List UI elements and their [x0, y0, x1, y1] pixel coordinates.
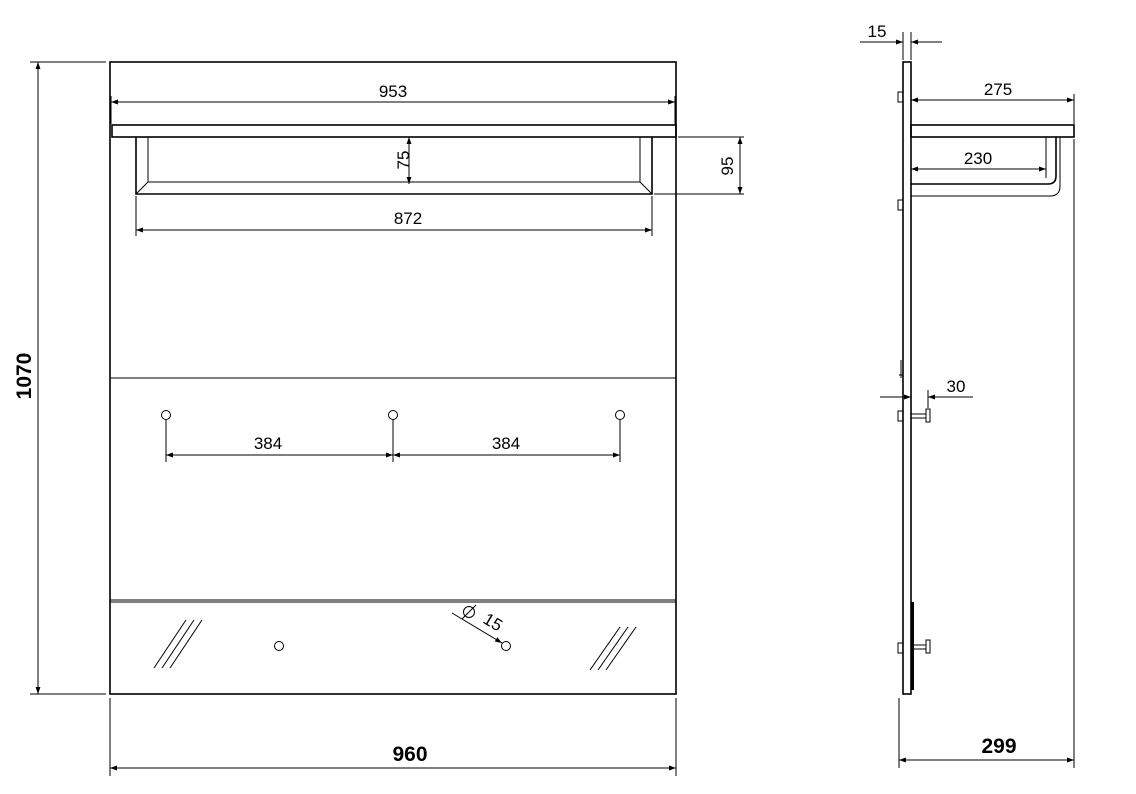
dim-shelf-depth: 275 — [911, 80, 1075, 124]
shelf — [111, 124, 677, 138]
dim-label-15: 15 — [868, 22, 887, 41]
hook-right — [615, 410, 625, 420]
glass-reflection-left — [153, 619, 203, 669]
dim-overall-depth: 299 — [898, 139, 1075, 768]
dim-label-75: 75 — [394, 151, 413, 170]
dim-label-953: 953 — [379, 82, 407, 101]
dim-overall-width: 960 — [109, 698, 677, 776]
dim-shelf-length: 953 — [110, 82, 676, 124]
dim-overall-height: 1070 — [13, 61, 106, 695]
side-panel — [902, 61, 912, 695]
side-shelf — [910, 124, 1075, 138]
dim-label-230: 230 — [964, 149, 992, 168]
mount-hole-left — [274, 641, 284, 651]
side-view: 15 275 230 30 299 — [860, 22, 1075, 768]
dim-rail-depth: 230 — [911, 149, 1046, 172]
side-glass-edge — [911, 602, 914, 690]
dim-hook-spacing: 384 384 — [165, 420, 621, 462]
dim-rail-drop: 75 — [394, 137, 413, 184]
dim-label-384-right: 384 — [492, 434, 520, 453]
dim-label-275: 275 — [984, 80, 1012, 99]
rail-frame — [135, 137, 653, 195]
dim-label-872: 872 — [394, 209, 422, 228]
dim-panel-thickness: 15 — [860, 22, 942, 60]
side-hook-upper — [897, 408, 931, 423]
mount-hole-right — [501, 641, 511, 651]
hook-middle — [388, 410, 398, 420]
front-view: 953 872 75 95 384 384 — [13, 61, 744, 776]
dim-label-960: 960 — [392, 743, 427, 766]
dim-rail-length: 872 — [135, 196, 653, 236]
side-rail — [911, 137, 1057, 185]
dim-label-299: 299 — [981, 735, 1016, 758]
dim-shelf-height: 95 — [654, 136, 744, 195]
dim-hole-diameter: 15 — [451, 604, 506, 644]
dim-label-1070: 1070 — [13, 353, 36, 400]
dim-label-384-left: 384 — [254, 434, 282, 453]
hook-left — [161, 410, 171, 420]
dim-label-30: 30 — [947, 377, 966, 396]
dim-hook-projection: 30 — [880, 377, 973, 408]
glass-reflection-right — [589, 626, 637, 671]
dim-label-95: 95 — [718, 157, 737, 176]
dim-label-diameter-15: 15 — [480, 609, 506, 635]
